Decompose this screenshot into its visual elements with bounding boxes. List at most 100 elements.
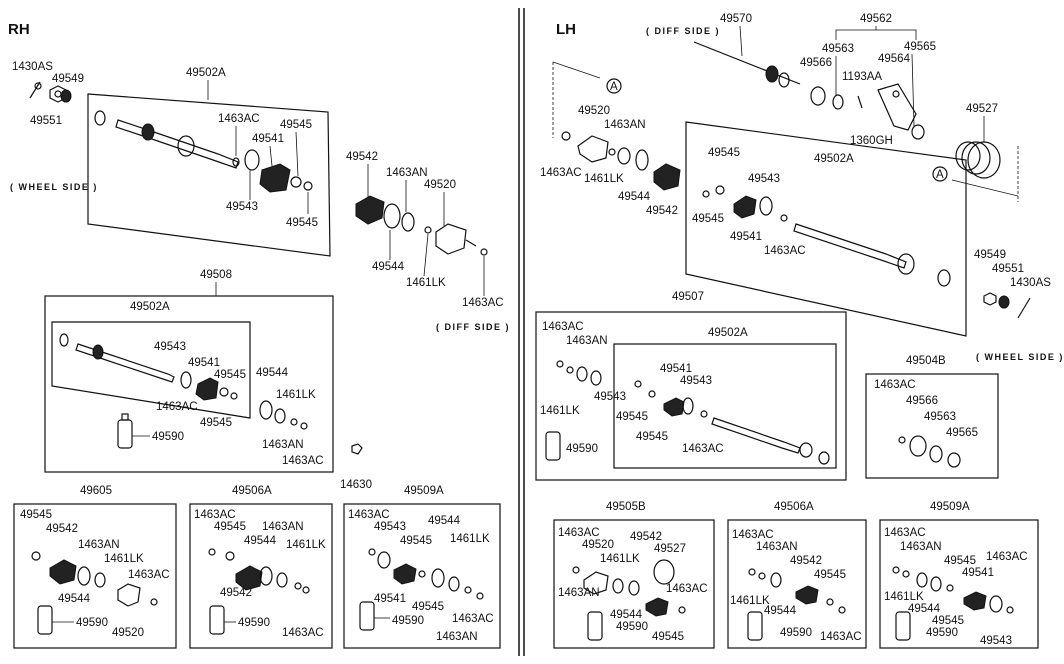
label-1461LK-lh-b: 1461LK xyxy=(540,405,580,417)
label-49509A-lh-1463AN: 1463AN xyxy=(900,541,942,553)
box-49605 xyxy=(13,503,177,649)
kit-49507-parts xyxy=(545,360,602,461)
box-49502A-lh-mid xyxy=(613,343,837,469)
label-49506A-lh-1463AC-b: 1463AC xyxy=(820,631,862,643)
label-49507: 49507 xyxy=(672,291,704,303)
label-49551-lh: 49551 xyxy=(992,263,1024,275)
label-49509A-rh-49544: 49544 xyxy=(428,515,461,527)
label-49541-rh-a: 49541 xyxy=(252,133,284,145)
label-49545-rh-b: 49545 xyxy=(286,217,318,229)
label-49508: 49508 xyxy=(200,269,232,281)
note-wheel-side-lh: ( WHEEL SIDE ) xyxy=(976,352,1064,362)
label-49543-rh-a: 49543 xyxy=(226,201,258,213)
label-49545-rh-a: 49545 xyxy=(280,119,312,131)
label-1463AC-lh-c: 1463AC xyxy=(542,321,584,333)
label-49605-49544: 49544 xyxy=(58,593,91,605)
label-49506A-rh-49544: 49544 xyxy=(244,535,277,547)
part-14630 xyxy=(351,443,363,455)
box-49502A-rh-mid xyxy=(51,321,251,419)
label-49509A-rh-1461LK: 1461LK xyxy=(450,533,490,545)
label-1463AN-lh: 1463AN xyxy=(604,119,646,131)
label-49564: 49564 xyxy=(878,53,911,65)
boot-49541-rh-top xyxy=(244,149,313,193)
label-49562: 49562 xyxy=(860,13,892,25)
label-49502A-lh-mid: 49502A xyxy=(708,327,748,339)
clip-1463AC-rh-b xyxy=(480,248,488,256)
label-49541-rh-b: 49541 xyxy=(188,357,220,369)
label-1430AS-rh: 1430AS xyxy=(12,61,53,73)
label-49565: 49565 xyxy=(904,41,936,53)
label-1463AN-rh-a: 1463AN xyxy=(386,167,428,179)
label-49505B-49544: 49544 xyxy=(610,609,643,621)
label-1461LK-rh-b: 1461LK xyxy=(276,389,316,401)
label-49505B-1463AN: 1463AN xyxy=(558,587,600,599)
kit-49506A-rh-parts xyxy=(208,548,310,635)
boot-49542-rh xyxy=(355,195,385,225)
label-49544-rh-b: 49544 xyxy=(256,367,289,379)
box-49507 xyxy=(535,311,847,481)
label-1463AC-rh-a: 1463AC xyxy=(218,113,260,125)
label-49542-rh: 49542 xyxy=(346,151,378,163)
label-49509A-rh-49543: 49543 xyxy=(374,521,406,533)
label-1461LK-lh: 1461LK xyxy=(584,173,624,185)
kit-49605-parts xyxy=(31,551,158,635)
label-49545-lh-d: 49545 xyxy=(636,431,668,443)
label-49551-rh: 49551 xyxy=(30,115,62,127)
label-49506A-lh-1463AC: 1463AC xyxy=(732,529,774,541)
label-1463AN-rh-b: 1463AN xyxy=(262,439,304,451)
section-title-rh: RH xyxy=(8,21,30,38)
label-49509A-lh-1463AC-b: 1463AC xyxy=(986,551,1028,563)
hardware-lh-right xyxy=(983,292,1031,319)
label-49509A-rh-49541: 49541 xyxy=(374,593,406,605)
axle-shaft-lh-mid xyxy=(634,380,830,465)
label-49541-lh-b: 49541 xyxy=(660,363,692,375)
label-49502A-rh-top: 49502A xyxy=(186,67,226,79)
box-49502A-lh-top xyxy=(685,121,967,337)
label-49509A-lh-49543: 49543 xyxy=(980,635,1012,647)
axle-shaft-lh-top xyxy=(702,185,951,287)
label-49506A-lh-49545: 49545 xyxy=(814,569,846,581)
label-49504B-49566: 49566 xyxy=(906,395,938,407)
label-49509A-lh-49590: 49590 xyxy=(926,627,958,639)
label-49506A-rh-1461LK: 1461LK xyxy=(286,539,326,551)
grease-tube-49590-rh xyxy=(117,413,133,449)
label-1193AA: 1193AA xyxy=(842,71,882,83)
label-49509A-lh-49541: 49541 xyxy=(962,567,994,579)
axle-shaft-rh-top xyxy=(94,110,240,169)
label-1463AC-rh-d: 1463AC xyxy=(282,455,324,467)
ref-marker-a-right: A xyxy=(932,146,1019,202)
section-title-lh: LH xyxy=(556,21,576,38)
label-49549-lh: 49549 xyxy=(974,249,1006,261)
bolt-1430AS-rh xyxy=(29,81,42,99)
label-49590-rh-a: 49590 xyxy=(152,431,184,443)
label-49527: 49527 xyxy=(966,103,998,115)
label-49506A-rh-49542: 49542 xyxy=(220,587,252,599)
label-1463AC-rh-c: 1463AC xyxy=(156,401,198,413)
label-49509A-lh-1463AC: 1463AC xyxy=(884,527,926,539)
label-49506A-lh-1461LK: 1461LK xyxy=(730,595,770,607)
label-49505B: 49505B xyxy=(606,501,646,513)
label-49605-49590: 49590 xyxy=(76,617,108,629)
svg-text:A: A xyxy=(936,169,944,181)
label-49605: 49605 xyxy=(80,485,112,497)
label-49541-lh: 49541 xyxy=(730,231,762,243)
box-49504B xyxy=(865,373,999,479)
label-49543-lh-b: 49543 xyxy=(594,391,626,403)
label-1360GH: 1360GH xyxy=(850,135,893,147)
label-49605-49542: 49542 xyxy=(46,523,78,535)
label-1463AC-lh-a: 1463AC xyxy=(540,167,582,179)
label-49505B-49520: 49520 xyxy=(582,539,614,551)
box-49509A-rh xyxy=(343,503,501,649)
label-49544-lh: 49544 xyxy=(618,191,651,203)
label-49502A-lh-top: 49502A xyxy=(814,153,854,165)
label-49509A-lh-1461LK: 1461LK xyxy=(884,591,924,603)
label-49543-lh-c: 49543 xyxy=(680,375,712,387)
label-49520-lh: 49520 xyxy=(578,105,610,117)
label-49506A-lh: 49506A xyxy=(774,501,814,513)
label-49505B-1463AC: 1463AC xyxy=(558,527,600,539)
box-49508 xyxy=(44,295,334,473)
label-49605-1461LK: 1461LK xyxy=(104,553,144,565)
label-49505B-49542: 49542 xyxy=(630,531,662,543)
label-49506A-rh-1463AC: 1463AC xyxy=(194,509,236,521)
label-49605-49545: 49545 xyxy=(20,509,52,521)
